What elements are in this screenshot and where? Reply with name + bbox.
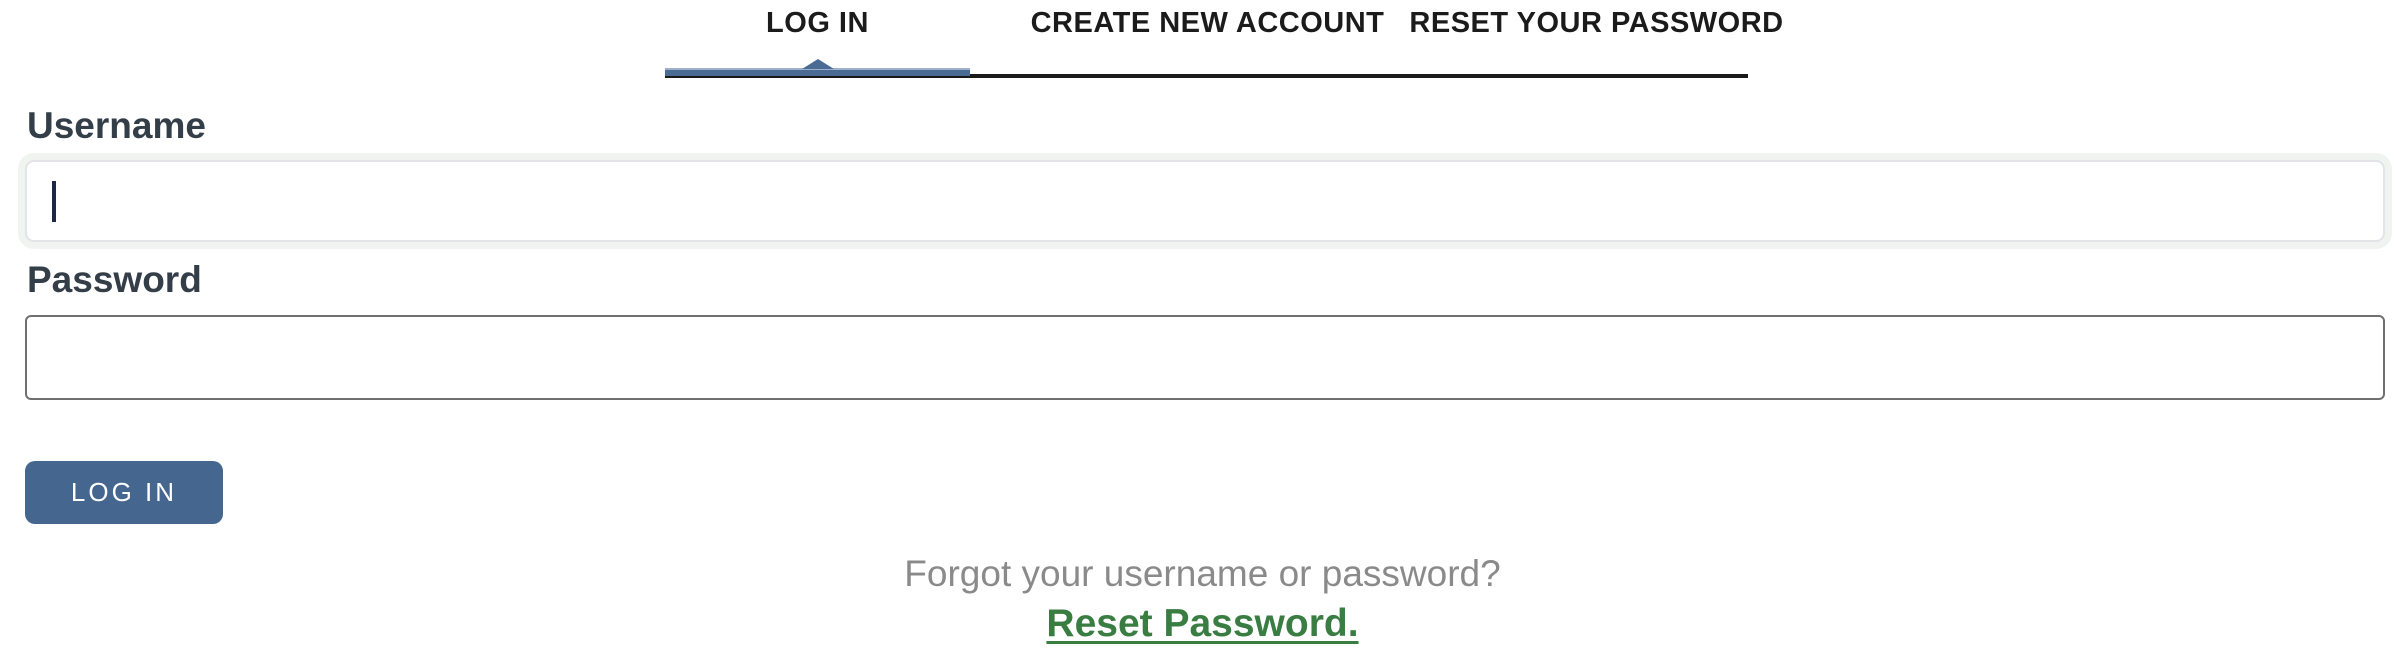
password-label: Password bbox=[27, 259, 202, 300]
tab-bar-underline bbox=[665, 74, 1748, 78]
username-field-wrap bbox=[25, 160, 2385, 242]
tab-create-new-account[interactable]: CREATE NEW ACCOUNT bbox=[970, 0, 1445, 78]
username-input[interactable] bbox=[25, 160, 2385, 242]
password-input[interactable] bbox=[25, 315, 2385, 400]
active-tab-triangle-icon bbox=[801, 59, 834, 69]
username-label: Username bbox=[27, 105, 206, 146]
tab-create-new-account-label: CREATE NEW ACCOUNT bbox=[1030, 7, 1385, 39]
tab-reset-your-password-label: RESET YOUR PASSWORD bbox=[1409, 7, 1784, 39]
tab-log-in[interactable]: LOG IN bbox=[665, 0, 970, 78]
reset-row: Reset Password. bbox=[0, 602, 2405, 646]
log-in-button[interactable]: LOG IN bbox=[25, 461, 223, 524]
auth-tab-bar: LOG IN CREATE NEW ACCOUNT RESET YOUR PAS… bbox=[665, 0, 1783, 78]
password-field-wrap bbox=[25, 315, 2385, 400]
forgot-prompt-text: Forgot your username or password? bbox=[904, 553, 1501, 594]
reset-password-link[interactable]: Reset Password. bbox=[1046, 602, 1359, 645]
active-tab-indicator-bar bbox=[665, 68, 970, 76]
tab-log-in-label: LOG IN bbox=[766, 7, 869, 39]
tab-reset-your-password[interactable]: RESET YOUR PASSWORD bbox=[1409, 0, 1783, 78]
forgot-row: Forgot your username or password? bbox=[0, 553, 2405, 596]
